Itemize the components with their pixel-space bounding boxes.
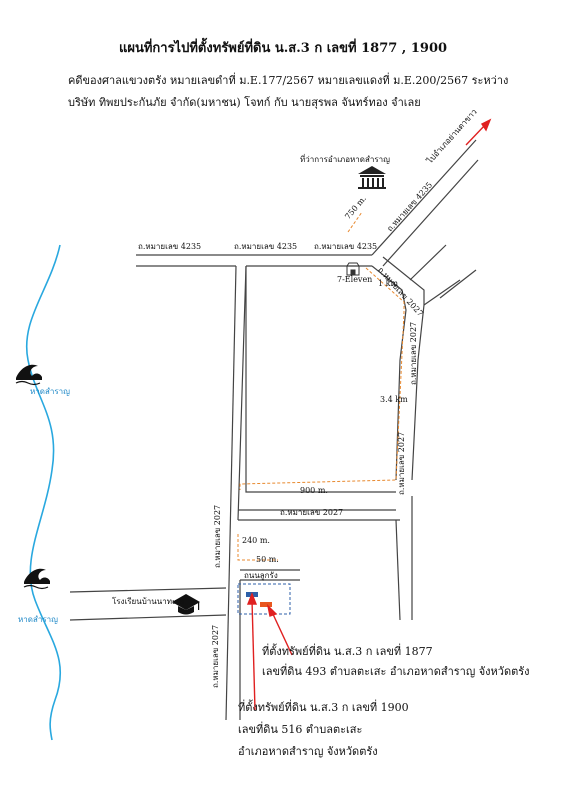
parcel-1900-title: ที่ตั้งทรัพย์ที่ดิน น.ส.3 ก เลขที่ 1900 — [238, 701, 409, 714]
parcel-1900-detail: เลขที่ดิน 516 ตำบลตะเสะ — [238, 723, 363, 736]
distance-240: 240 m. — [242, 536, 270, 545]
road-2027-label: ถ.หมายเลข 2027 — [397, 431, 406, 495]
road-2027-label: ถ.หมายเลข 2027 — [211, 624, 220, 688]
distance-1km: 1 km — [378, 279, 399, 288]
case-line: คดีของศาลแขวงตรัง หมายเลขดำที่ ม.E.177/2… — [68, 74, 509, 87]
local-road-label: ถนนลูกรัง — [244, 571, 278, 580]
road-4235-label: ถ.หมายเลข 4235 — [234, 242, 298, 251]
parcel-boundary — [237, 583, 291, 615]
parcel-1877-title: ที่ตั้งทรัพย์ที่ดิน น.ส.3 ก เลขที่ 1877 — [262, 645, 433, 658]
road-2027-label: ถ.หมายเลข 2027 — [280, 508, 344, 517]
road-4235-label: ถ.หมายเลข 4235 — [138, 242, 202, 251]
wave-icon — [23, 568, 50, 590]
beach-label-1: หาดสำราญ — [30, 387, 70, 396]
store-icon — [346, 262, 360, 276]
parcel-1900-location: อำเภอหาดสำราญ จังหวัดตรัง — [238, 745, 378, 758]
school-icon — [172, 594, 200, 615]
district-office-label: ที่ว่าการอำเภอหาดสำราญ — [300, 155, 390, 164]
beach-label-2: หาดสำราญ — [18, 615, 58, 624]
map-title: แผนที่การไปที่ตั้งทรัพย์ที่ดิน น.ส.3 ก เ… — [118, 41, 448, 56]
coastline — [25, 244, 62, 741]
wave-icon — [15, 364, 42, 386]
road-4235-label: ถ.หมายเลข 4235 — [314, 242, 378, 251]
distance-900: 900 m. — [300, 486, 328, 495]
distance-50: 50 m. — [256, 555, 279, 564]
parties-line: บริษัท ทิพยประกันภัย จำกัด(มหาชน) โจทก์ … — [68, 96, 421, 109]
road-2027-label: ถ.หมายเลข 2027 — [409, 321, 418, 385]
parcel-1877-detail: เลขที่ดิน 493 ตำบลตะเสะ อำเภอหาดสำราญ จั… — [262, 665, 530, 678]
pointer-arrows — [246, 118, 492, 711]
district-office-icon — [358, 166, 386, 189]
parcel-1877-marker[interactable] — [260, 602, 272, 607]
school-label: โรงเรียนบ้านนาทะเล — [112, 597, 184, 606]
road-2027-label: ถ.หมายเลข 2027 — [213, 504, 222, 568]
seven-eleven-label: 7-Eleven — [337, 275, 373, 284]
road-network — [69, 139, 479, 721]
distance-3-4km: 3.4 km — [380, 395, 408, 404]
route-path — [237, 211, 405, 561]
